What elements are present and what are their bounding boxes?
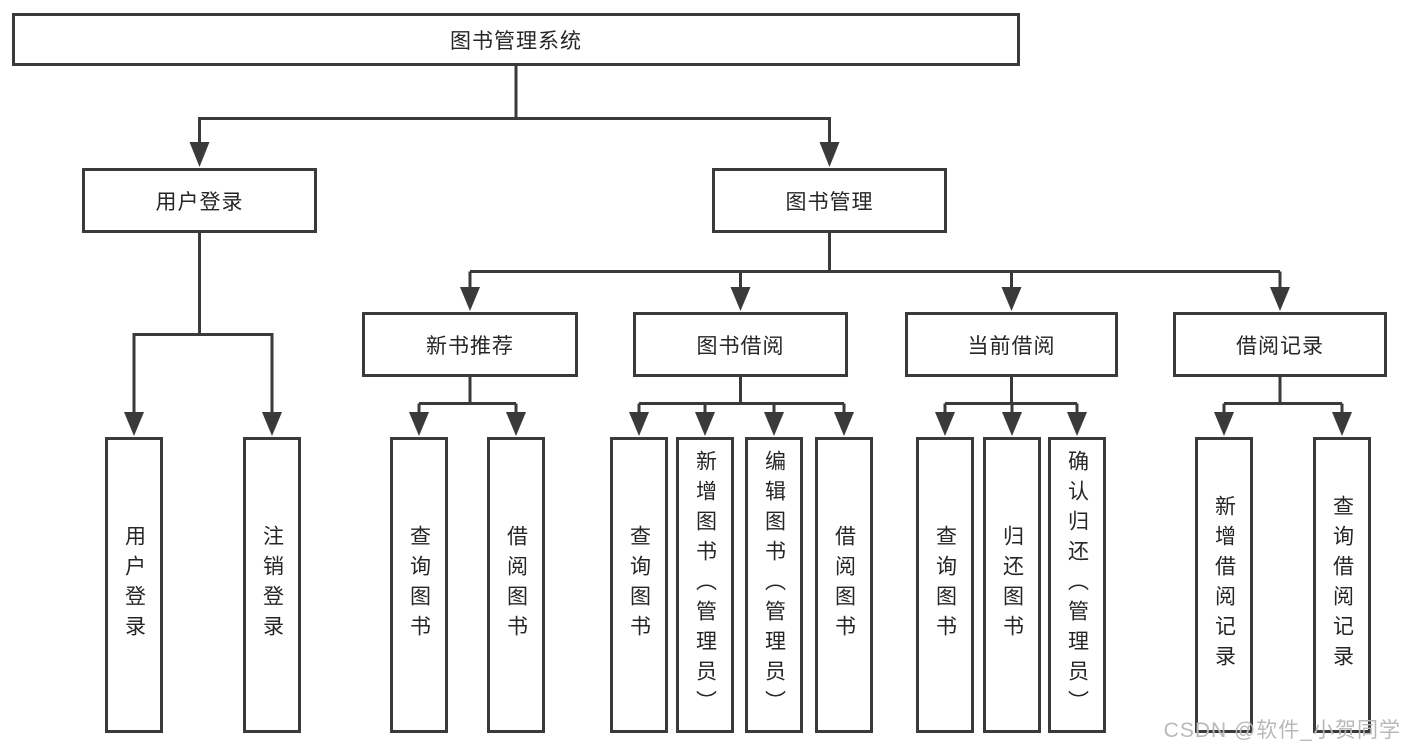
- leaf-confirm-return-admin: 确认归还（管理员）: [1048, 437, 1106, 733]
- leaf-current-query-book: 查询图书: [916, 437, 974, 733]
- connector-book-management-to-level2: [460, 233, 1290, 311]
- leaf-add-book-admin: 新增图书（管理员）: [676, 437, 734, 733]
- leaf-return-book: 归还图书: [983, 437, 1041, 733]
- leaf-borrow-query-book-label: 查询图书: [627, 525, 651, 645]
- leaf-edit-book-admin-label: 编辑图书（管理员）: [762, 450, 786, 720]
- leaf-newbook-borrow-book: 借阅图书: [487, 437, 545, 733]
- connector-root-to-level1: [189, 66, 840, 167]
- connector-book-borrow-to-leaves: [629, 377, 854, 436]
- leaf-logout: 注销登录: [243, 437, 301, 733]
- leaf-user-login: 用户登录: [105, 437, 163, 733]
- node-user-login-label: 用户登录: [155, 190, 244, 214]
- node-borrow-record: 借阅记录: [1173, 312, 1387, 377]
- node-book-management: 图书管理: [712, 168, 947, 233]
- leaf-logout-label: 注销登录: [260, 525, 284, 645]
- node-root-system: 图书管理系统: [12, 13, 1020, 66]
- leaf-confirm-return-admin-label: 确认归还（管理员）: [1065, 450, 1089, 720]
- leaf-newbook-query-book-label: 查询图书: [407, 525, 431, 645]
- node-new-book-recommend-label: 新书推荐: [426, 334, 514, 358]
- node-borrow-record-label: 借阅记录: [1236, 334, 1324, 358]
- connector-current-borrow-to-leaves: [935, 377, 1087, 436]
- leaf-return-book-label: 归还图书: [1000, 525, 1024, 645]
- node-root-system-label: 图书管理系统: [450, 29, 582, 53]
- node-new-book-recommend: 新书推荐: [362, 312, 578, 377]
- csdn-watermark: CSDN @软件_小贺同学: [1163, 719, 1401, 742]
- node-user-login: 用户登录: [82, 168, 317, 233]
- leaf-newbook-query-book: 查询图书: [390, 437, 448, 733]
- node-book-borrow-label: 图书借阅: [696, 334, 785, 358]
- leaf-current-query-book-label: 查询图书: [933, 525, 957, 645]
- leaf-user-login-label: 用户登录: [122, 525, 146, 645]
- leaf-borrow-book-label: 借阅图书: [832, 525, 856, 645]
- leaf-query-borrow-record: 查询借阅记录: [1313, 437, 1371, 733]
- leaf-add-book-admin-label: 新增图书（管理员）: [693, 450, 717, 720]
- connector-borrow-record-to-leaves: [1214, 377, 1352, 436]
- connector-user-login-to-leaves: [124, 233, 282, 436]
- leaf-query-borrow-record-label: 查询借阅记录: [1330, 495, 1354, 675]
- node-current-borrow-label: 当前借阅: [967, 334, 1056, 358]
- leaf-borrow-book: 借阅图书: [815, 437, 873, 733]
- node-book-management-label: 图书管理: [785, 190, 874, 214]
- leaf-add-borrow-record-label: 新增借阅记录: [1212, 495, 1236, 675]
- connector-new-book-to-leaves: [409, 377, 526, 436]
- leaf-add-borrow-record: 新增借阅记录: [1195, 437, 1253, 733]
- node-book-borrow: 图书借阅: [633, 312, 848, 377]
- leaf-borrow-query-book: 查询图书: [610, 437, 668, 733]
- leaf-edit-book-admin: 编辑图书（管理员）: [745, 437, 803, 733]
- node-current-borrow: 当前借阅: [905, 312, 1118, 377]
- leaf-newbook-borrow-book-label: 借阅图书: [504, 525, 528, 645]
